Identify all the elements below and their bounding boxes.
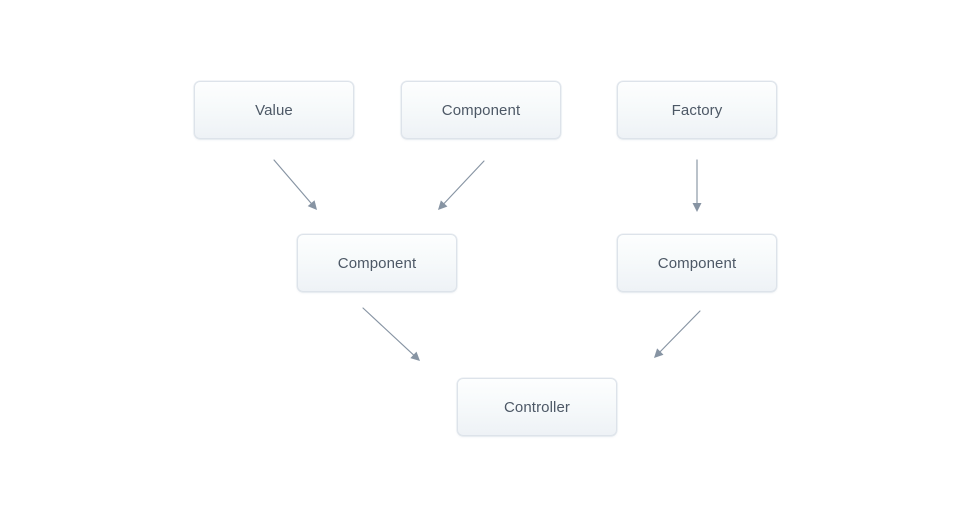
arrowhead-icon [692, 203, 702, 212]
node-factory[interactable]: Factory [617, 81, 777, 139]
node-controller[interactable]: Controller [457, 378, 617, 436]
node-component-top[interactable]: Component [401, 81, 561, 139]
arrow-line [442, 160, 485, 206]
arrowhead-icon [307, 200, 317, 210]
arrow-component-top-to-component-left [438, 160, 485, 210]
node-label: Component [441, 101, 521, 119]
arrow-factory-to-component-right [692, 159, 702, 212]
node-label: Value [255, 101, 293, 119]
node-label: Component [337, 254, 417, 272]
node-label: Factory [671, 101, 723, 119]
node-component-left[interactable]: Component [297, 234, 457, 292]
node-label: Controller [503, 398, 571, 416]
arrow-line [362, 307, 416, 357]
node-label: Component [657, 254, 737, 272]
arrow-component-right-to-controller [654, 310, 701, 358]
arrow-line [273, 159, 314, 206]
arrow-component-left-to-controller [362, 307, 420, 361]
arrowhead-icon [438, 200, 448, 210]
arrowhead-icon [654, 348, 664, 358]
arrow-line [658, 310, 701, 354]
arrowhead-icon [410, 351, 420, 361]
node-value[interactable]: Value [194, 81, 354, 139]
node-component-right[interactable]: Component [617, 234, 777, 292]
arrow-value-to-component-left [273, 159, 317, 210]
